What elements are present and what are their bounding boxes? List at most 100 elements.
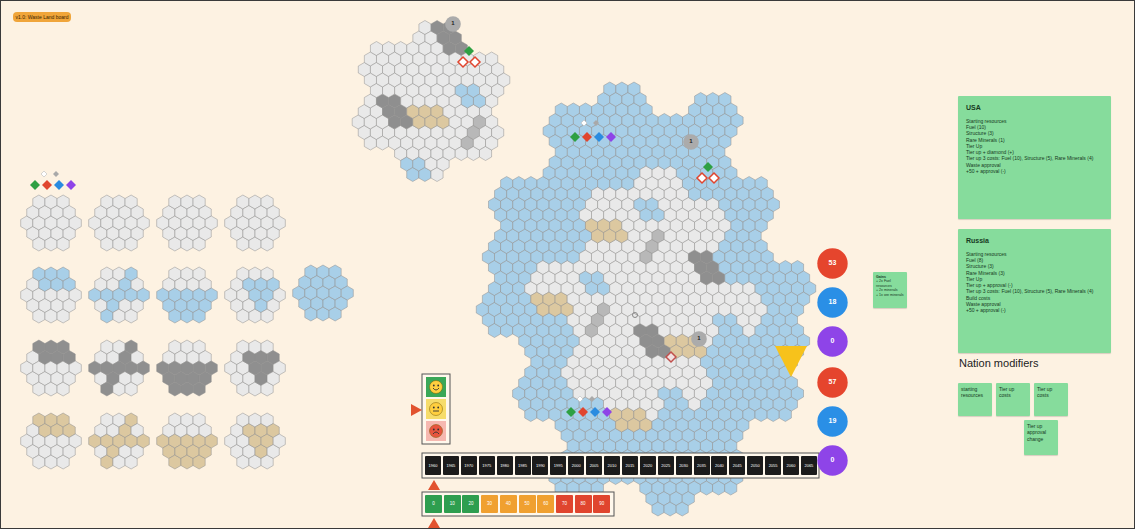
node-text: 50 [524,501,529,507]
node-text: 53 [829,259,837,268]
node-text: Fuel (8) [966,257,1103,263]
timeline-cell: 1985 [515,456,531,475]
hex-tile [401,73,462,129]
hex-tile [157,195,218,251]
node-text: 90 [599,501,604,507]
hex-cell [69,288,81,302]
hex-tile [157,413,218,469]
node-text: 2055 [769,463,778,468]
small-island-board [352,21,510,182]
node-text: + 2x Fuel resources [876,279,904,288]
node-text: 20 [468,501,473,507]
timeline-cell: 2000 [568,456,584,475]
node-text: 57 [829,378,837,387]
diamond-marker [590,407,600,417]
node-text: Tier up 3 costs: Fuel (10), Structure (5… [966,288,1103,294]
hex-tile [225,340,286,396]
hex-tile [670,198,731,254]
score-cell: 50 [519,495,536,513]
note-heading: Russia [966,237,1103,246]
node-text: 2020 [643,463,652,468]
hex-tile [555,397,616,453]
approval-square [426,399,446,419]
hex-tile [749,313,810,369]
hex-tile [89,340,150,396]
sticky-note: Gains+ 2x Fuel resources+ 2x minerals+ 1… [873,272,907,308]
timeline-cell: 2055 [765,456,781,475]
score-cell: 70 [556,495,573,513]
node-text: 18 [829,298,837,307]
hex-cell [804,282,816,296]
face-icon [430,403,443,416]
hex-tile [755,261,816,317]
hex-tile [225,267,286,323]
hex-tile [585,135,646,191]
diamond-marker [697,173,707,183]
note-heading: USA [966,104,1103,113]
hex-tile [676,145,737,201]
node-text: Starting resources [966,251,1103,257]
hex-cell [767,198,779,212]
hex-tile [21,267,82,323]
section-heading: Nation modifiers [959,357,1038,369]
hex-tile [476,282,537,338]
diamond-marker [582,132,592,142]
node-text: Fuel (10) [966,124,1103,130]
score-circle: 53 [817,248,848,279]
hex-cell [273,434,285,448]
hex-cell [69,216,81,230]
hex-tile [700,334,761,390]
diamond-marker [464,46,474,56]
node-text: 1985 [518,463,527,468]
hex-tile [89,195,150,251]
hex-tile [395,126,456,182]
diamond-marker [54,180,64,190]
diamond-marker [593,120,599,126]
hex-tile [573,240,634,296]
node-text: Tier up 3 costs: Fuel (10), Structure (5… [966,155,1103,161]
node-text: 19 [829,417,837,426]
hex-tile [157,267,218,323]
hex-cell [731,114,743,128]
timeline-cell: 2065 [801,456,817,475]
hex-tile [567,292,628,348]
score-cell: 60 [537,495,554,513]
timeline-cell: 1980 [497,456,513,475]
hex-cell [205,434,217,448]
node-text: 80 [581,501,586,507]
face-icon [430,425,443,438]
timeline-pointer [428,480,440,490]
timeline-cell: 1970 [461,456,477,475]
hex-cell [341,286,353,300]
hex-tile [21,195,82,251]
node-text: +50 + approval (-) [966,307,1103,313]
timeline-cell: 2025 [658,456,674,475]
approval-pointer [411,404,422,416]
hex-cell [273,216,285,230]
node-text: Waste approval [966,301,1103,307]
node-text: 2045 [733,463,742,468]
node-text: Tier up + diamond (+) [966,149,1103,155]
node-text: 2060 [787,463,796,468]
hex-tile [358,42,419,98]
hex-tile [707,282,768,338]
version-tag: v1.0: Waste Land board [13,12,71,22]
hex-tile [89,413,150,469]
main-board [476,82,815,516]
modifier-note: starting resources [958,383,992,416]
hex-tile [89,267,150,323]
hex-tile [622,219,683,275]
score-cell: 90 [593,495,610,513]
node-text: Tier up costs [999,386,1027,399]
hex-tile [682,93,743,149]
hex-tile [157,340,218,396]
hex-cell [205,216,217,230]
hex-tile [694,387,755,443]
node-text: Waste approval [966,162,1103,168]
sticky-note: USAStarting resourcesFuel (10)Structure … [958,96,1111,219]
diamond-marker [41,171,47,177]
hex-cell [273,361,285,375]
timeline-cell: 2015 [622,456,638,475]
diamond-marker [577,396,583,402]
note-heading: Gains [876,275,904,279]
